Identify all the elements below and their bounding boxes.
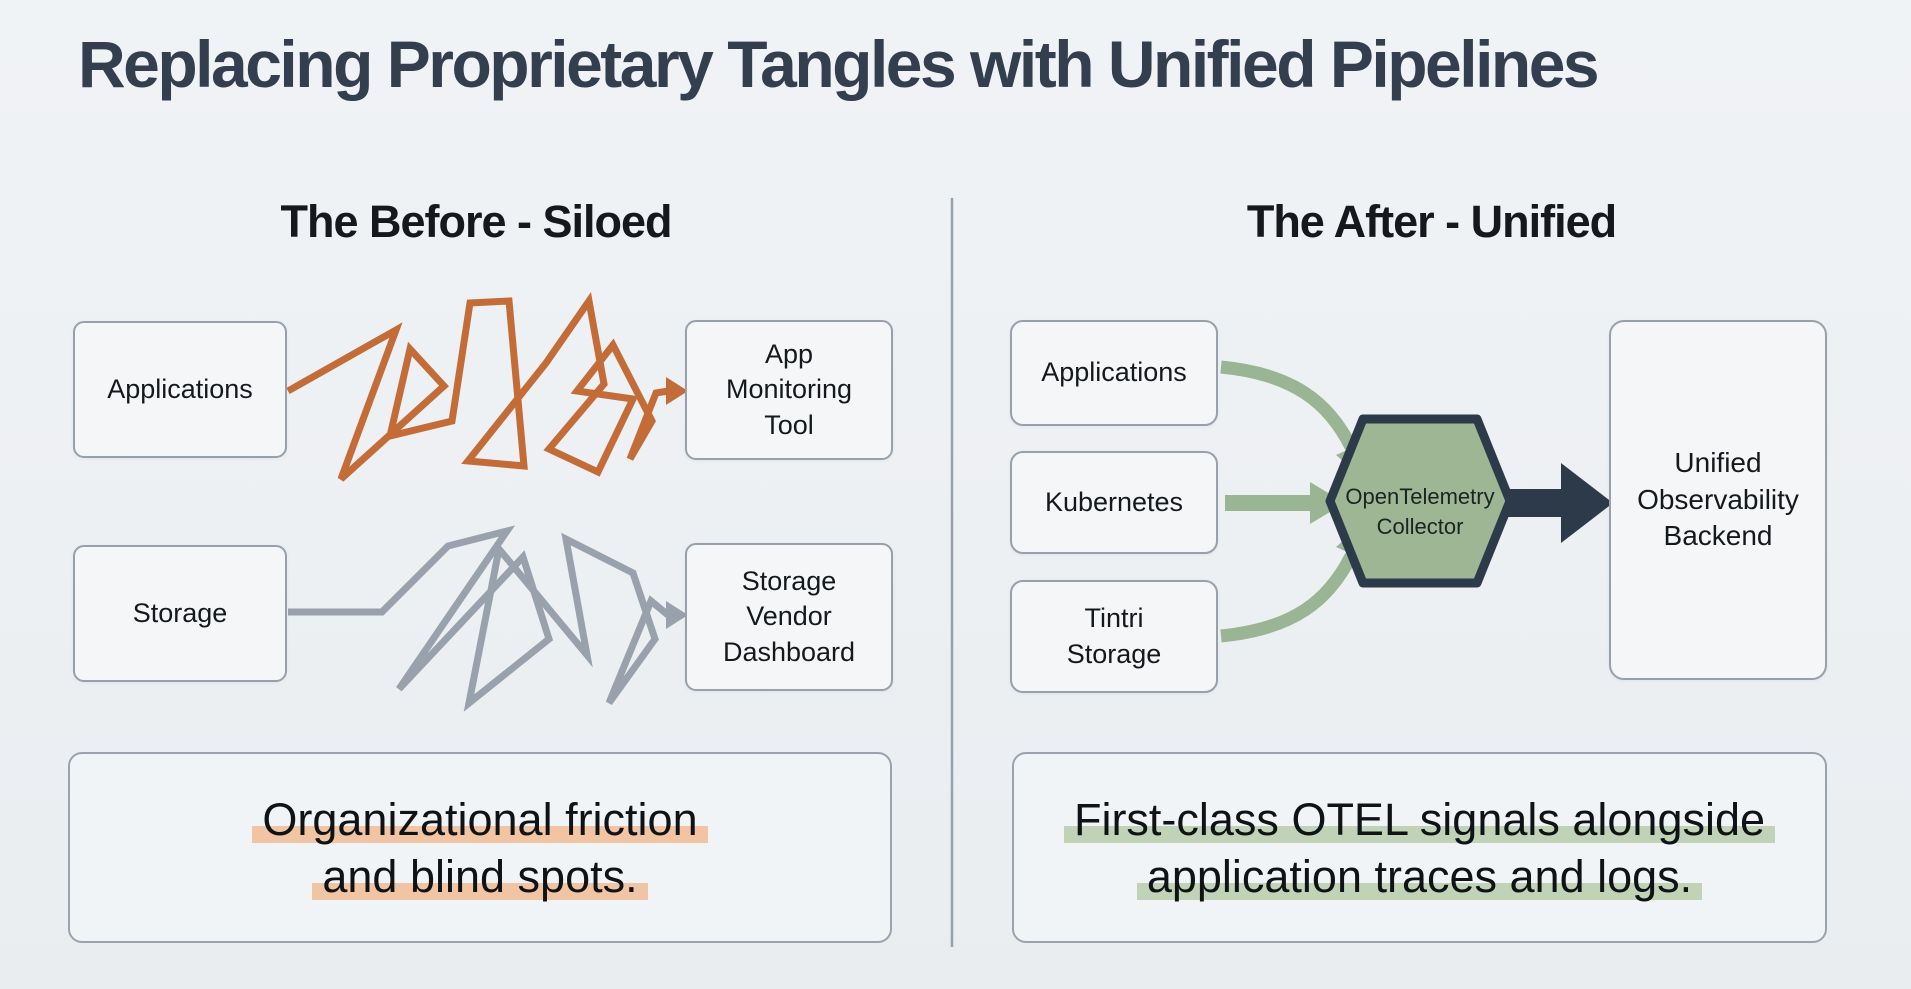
node-app-monitoring-tool: App Monitoring Tool xyxy=(685,320,893,460)
node-storage: Storage xyxy=(73,545,287,682)
green-arrow-tintri xyxy=(1220,553,1357,643)
after-panel-heading: The After - Unified xyxy=(1246,196,1617,247)
before-caption-highlight-1: Organizational friction xyxy=(252,793,708,845)
node-tintri-storage: Tintri Storage xyxy=(1010,580,1218,693)
dark-output-arrow xyxy=(1505,463,1613,543)
node-applications-before: Applications xyxy=(73,321,287,458)
green-arrow-applications-head xyxy=(1336,441,1367,480)
before-caption-line2: and blind spots. xyxy=(312,848,648,905)
node-unified-observability-backend: Unified Observability Backend xyxy=(1609,320,1827,680)
tangled-line-storage xyxy=(288,525,671,712)
node-storage-vendor-dashboard: Storage Vendor Dashboard xyxy=(685,543,893,691)
before-panel-heading: The Before - Siloed xyxy=(280,196,672,247)
before-caption-highlight-2: and blind spots. xyxy=(312,850,648,902)
after-caption-box: First-class OTEL signals alongside appli… xyxy=(1012,752,1827,943)
after-caption-highlight-1: First-class OTEL signals alongside xyxy=(1063,793,1776,845)
tangled-line-applications xyxy=(286,292,669,482)
green-arrow-applications xyxy=(1220,360,1357,450)
after-caption-line2: application traces and logs. xyxy=(1136,848,1703,905)
node-kubernetes: Kubernetes xyxy=(1010,451,1218,554)
after-caption-highlight-2: application traces and logs. xyxy=(1136,850,1703,902)
before-caption-box: Organizational friction and blind spots. xyxy=(68,752,892,943)
before-caption-line1: Organizational friction xyxy=(252,791,708,848)
after-caption-line1: First-class OTEL signals alongside xyxy=(1063,791,1776,848)
slide-title: Replacing Proprietary Tangles with Unifi… xyxy=(78,27,1600,101)
node-applications-after: Applications xyxy=(1010,320,1218,426)
collector-label: OpenTelemetry Collector xyxy=(1345,484,1495,539)
